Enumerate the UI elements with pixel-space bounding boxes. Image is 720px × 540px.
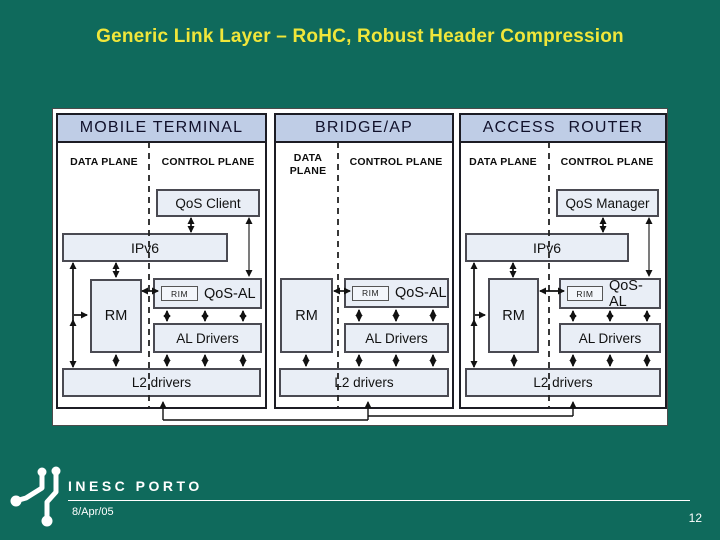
column-access-router: ACCESS ROUTER xyxy=(459,113,667,409)
column-header-mobile-terminal: MOBILE TERMINAL xyxy=(58,115,265,143)
slide-title: Generic Link Layer – RoHC, Robust Header… xyxy=(96,26,624,47)
mt-al-drivers-box: AL Drivers xyxy=(153,323,262,353)
ar-rm-box: RM xyxy=(488,278,539,353)
mt-data-plane-label: DATA PLANE xyxy=(70,156,138,168)
ar-data-plane-label: DATA PLANE xyxy=(469,156,537,168)
br-data-plane-label: DATA PLANE xyxy=(289,152,327,178)
column-mobile-terminal: MOBILE TERMINAL xyxy=(56,113,267,409)
ar-control-plane-label: CONTROL PLANE xyxy=(560,156,654,168)
ar-qos-al-label: QoS-AL xyxy=(608,277,643,310)
ar-l2-drivers-box: L2 drivers xyxy=(465,368,661,397)
mt-qos-al-box: RIM QoS-AL xyxy=(153,278,262,309)
br-l2-drivers-box: L2 drivers xyxy=(279,368,449,397)
footer-date: 8/Apr/05 xyxy=(72,506,114,518)
ar-qos-manager-box: QoS Manager xyxy=(556,189,659,217)
mt-l2-drivers-box: L2 drivers xyxy=(62,368,261,397)
br-control-plane-label: CONTROL PLANE xyxy=(349,156,443,168)
ar-al-drivers-box: AL Drivers xyxy=(559,323,661,353)
diagram-panel: MOBILE TERMINAL BRIDGE/AP ACCESS ROUTER … xyxy=(52,108,668,426)
footer-page-number: 12 xyxy=(688,511,702,525)
mt-ipv6-box: IPv6 xyxy=(62,233,228,262)
mt-qos-client-box: QoS Client xyxy=(156,189,260,217)
column-bridge-ap: BRIDGE/AP xyxy=(274,113,454,409)
br-al-drivers-box: AL Drivers xyxy=(344,323,449,353)
column-header-bridge-ap: BRIDGE/AP xyxy=(276,115,452,143)
br-qos-al-label: QoS-AL xyxy=(395,285,447,301)
footer-divider-line xyxy=(68,500,690,501)
br-rm-box: RM xyxy=(280,278,333,353)
mt-qos-al-label: QoS-AL xyxy=(204,285,256,302)
inesc-porto-logo xyxy=(10,466,61,527)
ar-qos-al-box: RIM QoS-AL xyxy=(559,277,661,310)
column-header-access-router: ACCESS ROUTER xyxy=(461,115,665,143)
mt-control-plane-label: CONTROL PLANE xyxy=(161,156,255,168)
mt-rm-box: RM xyxy=(90,279,142,353)
br-qos-al-box: RIM QoS-AL xyxy=(344,278,449,308)
br-rim-box: RIM xyxy=(352,285,389,301)
mt-rim-box: RIM xyxy=(161,286,198,301)
footer-organization: INESC PORTO xyxy=(68,478,203,494)
ar-rim-box: RIM xyxy=(567,286,603,301)
ar-ipv6-box: IPv6 xyxy=(465,233,629,262)
